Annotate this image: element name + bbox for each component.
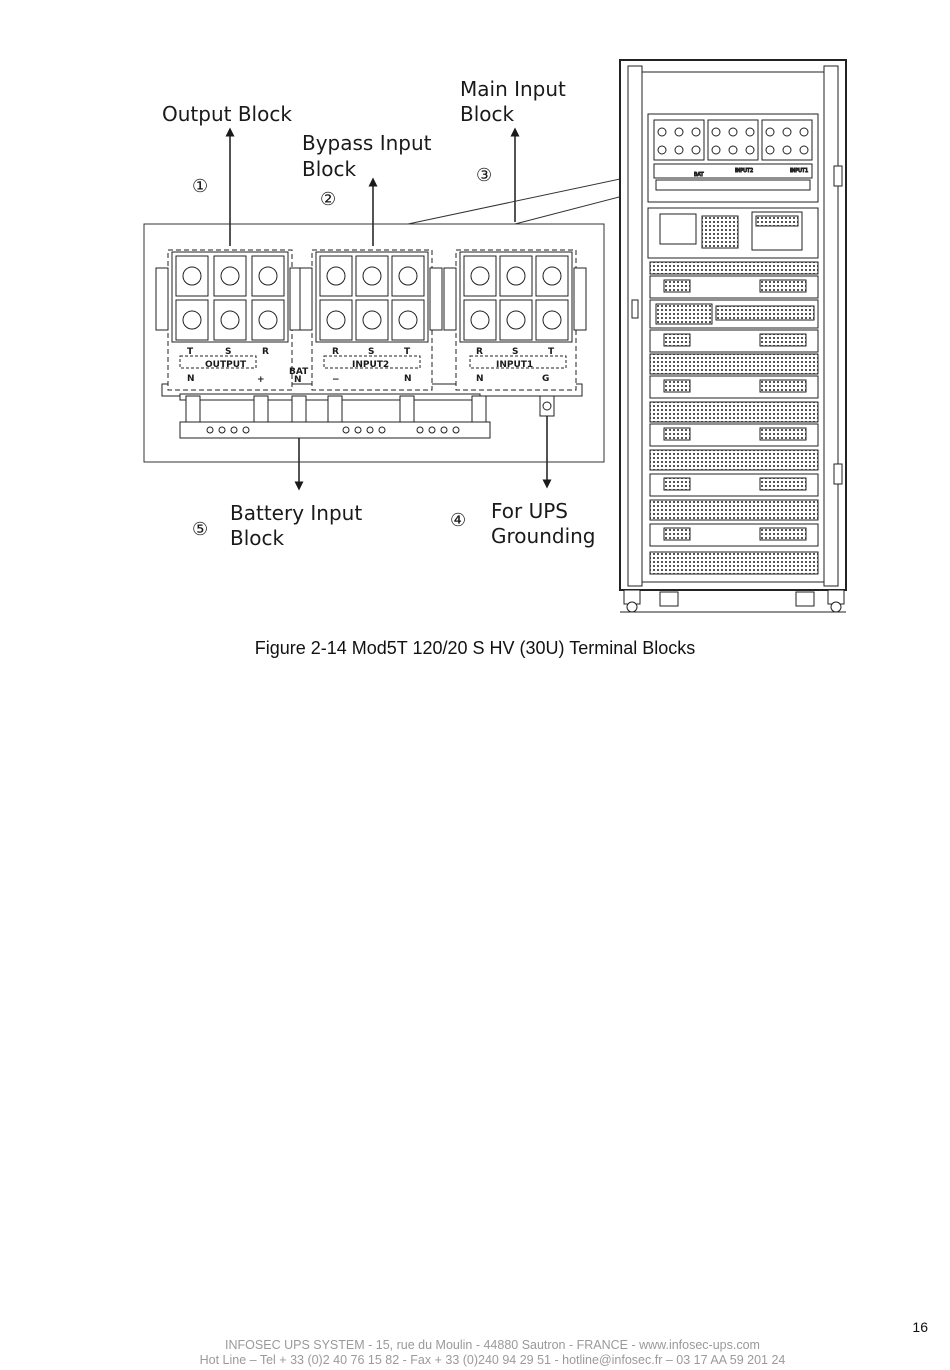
output-block-label: Output Block — [162, 102, 292, 126]
svg-text:T: T — [548, 347, 555, 357]
footer-contact: Hot Line – Tel + 33 (0)2 40 76 15 82 - F… — [199, 1353, 786, 1367]
footer-address: INFOSEC UPS SYSTEM - 15, rue du Moulin -… — [225, 1338, 760, 1352]
input2-terminal-group — [299, 249, 443, 391]
svg-text:INPUT2: INPUT2 — [735, 168, 753, 174]
output-terminal-labels: T S R OUTPUT N + — [187, 347, 269, 385]
marker-4: ④ — [450, 510, 466, 531]
input2-terminal-labels: R S T INPUT2 − N — [332, 347, 412, 385]
marker-1: ① — [192, 176, 208, 197]
battery-input-block-label: Battery Input Block — [230, 501, 362, 550]
bat-terminal-labels: BAT N — [289, 367, 309, 385]
svg-text:S: S — [368, 347, 374, 357]
cabinet-modules — [649, 261, 819, 575]
svg-text:INPUT2: INPUT2 — [352, 360, 389, 370]
svg-text:INPUT1: INPUT1 — [790, 168, 808, 174]
svg-text:Block: Block — [230, 526, 285, 550]
svg-text:N: N — [476, 374, 484, 384]
terminal-blocks-figure: Output Block Bypass Input Block Main Inp… — [143, 59, 847, 613]
figure-caption: Figure 2-14 Mod5T 120/20 S HV (30U) Term… — [254, 638, 696, 658]
input1-terminal-group — [443, 249, 587, 391]
ups-cabinet: BAT INPUT2 INPUT1 — [619, 59, 847, 613]
input1-terminal-labels: R S T INPUT1 N G — [476, 347, 555, 384]
svg-text:T: T — [187, 347, 194, 357]
svg-text:BAT: BAT — [694, 172, 704, 178]
svg-text:Grounding: Grounding — [491, 524, 596, 548]
svg-text:Block: Block — [460, 102, 515, 126]
bypass-input-block-label: Bypass Input Block — [302, 131, 432, 181]
svg-text:Battery Input: Battery Input — [230, 501, 362, 525]
svg-text:N: N — [404, 374, 412, 384]
svg-text:For UPS: For UPS — [491, 499, 568, 523]
svg-text:−: − — [332, 375, 340, 385]
svg-text:R: R — [332, 347, 339, 357]
svg-text:R: R — [262, 347, 269, 357]
marker-3: ③ — [476, 165, 492, 186]
svg-text:N: N — [187, 374, 195, 384]
lower-lugs — [179, 395, 555, 439]
svg-text:Output Block: Output Block — [162, 102, 292, 126]
svg-text:R: R — [476, 347, 483, 357]
svg-text:Main Input: Main Input — [460, 77, 566, 101]
page-number: 16 — [912, 1319, 928, 1335]
output-terminal-group — [155, 249, 303, 391]
marker-5: ⑤ — [192, 519, 208, 540]
svg-text:T: T — [404, 347, 411, 357]
svg-text:INPUT1: INPUT1 — [496, 360, 533, 370]
svg-text:G: G — [542, 374, 549, 384]
terminal-block-assembly: T S R OUTPUT N + BAT N R S T INPUT2 − N … — [155, 249, 587, 439]
svg-text:N: N — [294, 375, 302, 385]
svg-text:Bypass Input: Bypass Input — [302, 131, 432, 155]
svg-text:+: + — [257, 375, 265, 385]
cabinet-terminal-area: BAT INPUT2 INPUT1 — [647, 113, 819, 203]
svg-text:BAT: BAT — [289, 367, 309, 377]
svg-text:S: S — [512, 347, 518, 357]
svg-text:Block: Block — [302, 157, 357, 181]
svg-text:OUTPUT: OUTPUT — [205, 360, 247, 370]
main-input-block-label: Main Input Block — [460, 77, 566, 126]
svg-text:S: S — [225, 347, 231, 357]
marker-2: ② — [320, 189, 336, 210]
ups-grounding-label: For UPS Grounding — [491, 499, 596, 548]
